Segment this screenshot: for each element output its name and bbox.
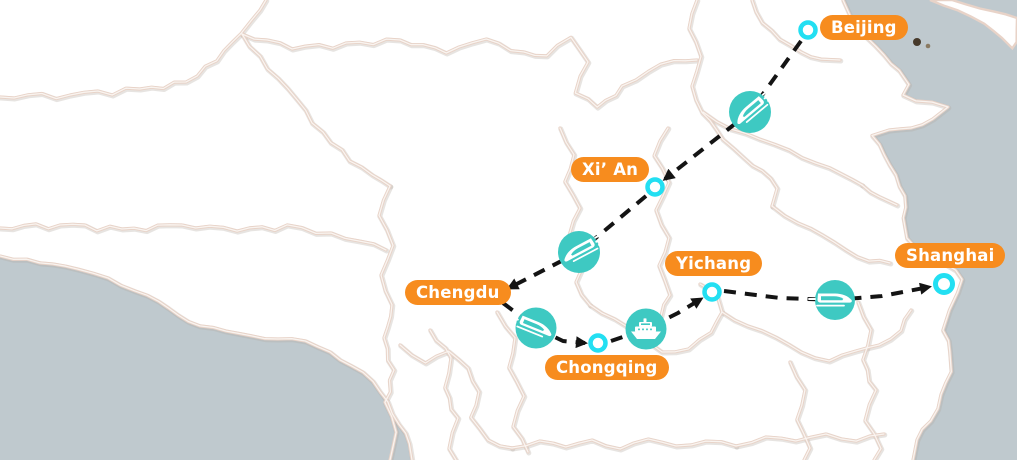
city-label-chongqing[interactable]: Chongqing	[545, 355, 669, 380]
province-border	[861, 184, 898, 206]
train-icon[interactable]	[729, 88, 776, 133]
city-marker-beijing[interactable]	[798, 20, 818, 40]
province-border	[0, 255, 413, 460]
city-marker-yichang[interactable]	[702, 282, 722, 302]
province-border	[240, 32, 394, 190]
province-border	[770, 204, 894, 267]
province-border	[701, 110, 866, 189]
province-border	[399, 344, 513, 449]
province-border	[429, 329, 459, 460]
province-border	[589, 283, 723, 353]
province-border	[720, 308, 913, 363]
region-southwest	[0, 256, 412, 460]
province-border	[398, 343, 516, 452]
province-border	[789, 361, 811, 460]
train-icon[interactable]	[806, 280, 855, 320]
province-border	[842, 0, 963, 460]
province-border	[378, 185, 397, 460]
province-border	[240, 32, 392, 188]
province-border	[771, 205, 891, 264]
city-label-beijing[interactable]: Beijing	[820, 15, 908, 40]
province-border	[0, 0, 267, 100]
province-border	[241, 33, 391, 187]
province-border	[0, 0, 268, 101]
province-border	[511, 438, 737, 450]
city-marker-chongqing[interactable]	[588, 333, 608, 353]
province-border	[559, 127, 591, 306]
train-icon[interactable]	[506, 307, 557, 349]
province-border	[653, 127, 671, 317]
city-label-chengdu[interactable]: Chengdu	[405, 280, 511, 305]
province-border	[751, 0, 841, 61]
province-border	[0, 223, 387, 251]
province-border	[721, 309, 912, 362]
city-marker-xian[interactable]	[645, 177, 665, 197]
province-border	[688, 0, 778, 207]
route-leg	[610, 297, 704, 343]
province-border	[496, 311, 529, 453]
province-border	[241, 33, 698, 108]
city-label-xian[interactable]: Xi’ An	[571, 157, 650, 182]
province-border	[720, 308, 915, 365]
island-dot	[913, 38, 921, 46]
city-marker-shanghai[interactable]	[933, 273, 955, 295]
province-border	[770, 204, 892, 265]
city-label-shanghai[interactable]: Shanghai	[895, 243, 1006, 268]
province-border	[428, 328, 462, 460]
province-border	[735, 433, 885, 447]
island-dot	[925, 43, 931, 49]
province-border	[0, 0, 270, 103]
ship-icon[interactable]	[625, 308, 667, 350]
train-icon[interactable]	[558, 231, 608, 273]
city-label-yichang[interactable]: Yichang	[665, 251, 763, 276]
province-border	[857, 301, 882, 460]
province-border	[701, 110, 864, 187]
sea-northeast	[843, 0, 1017, 460]
